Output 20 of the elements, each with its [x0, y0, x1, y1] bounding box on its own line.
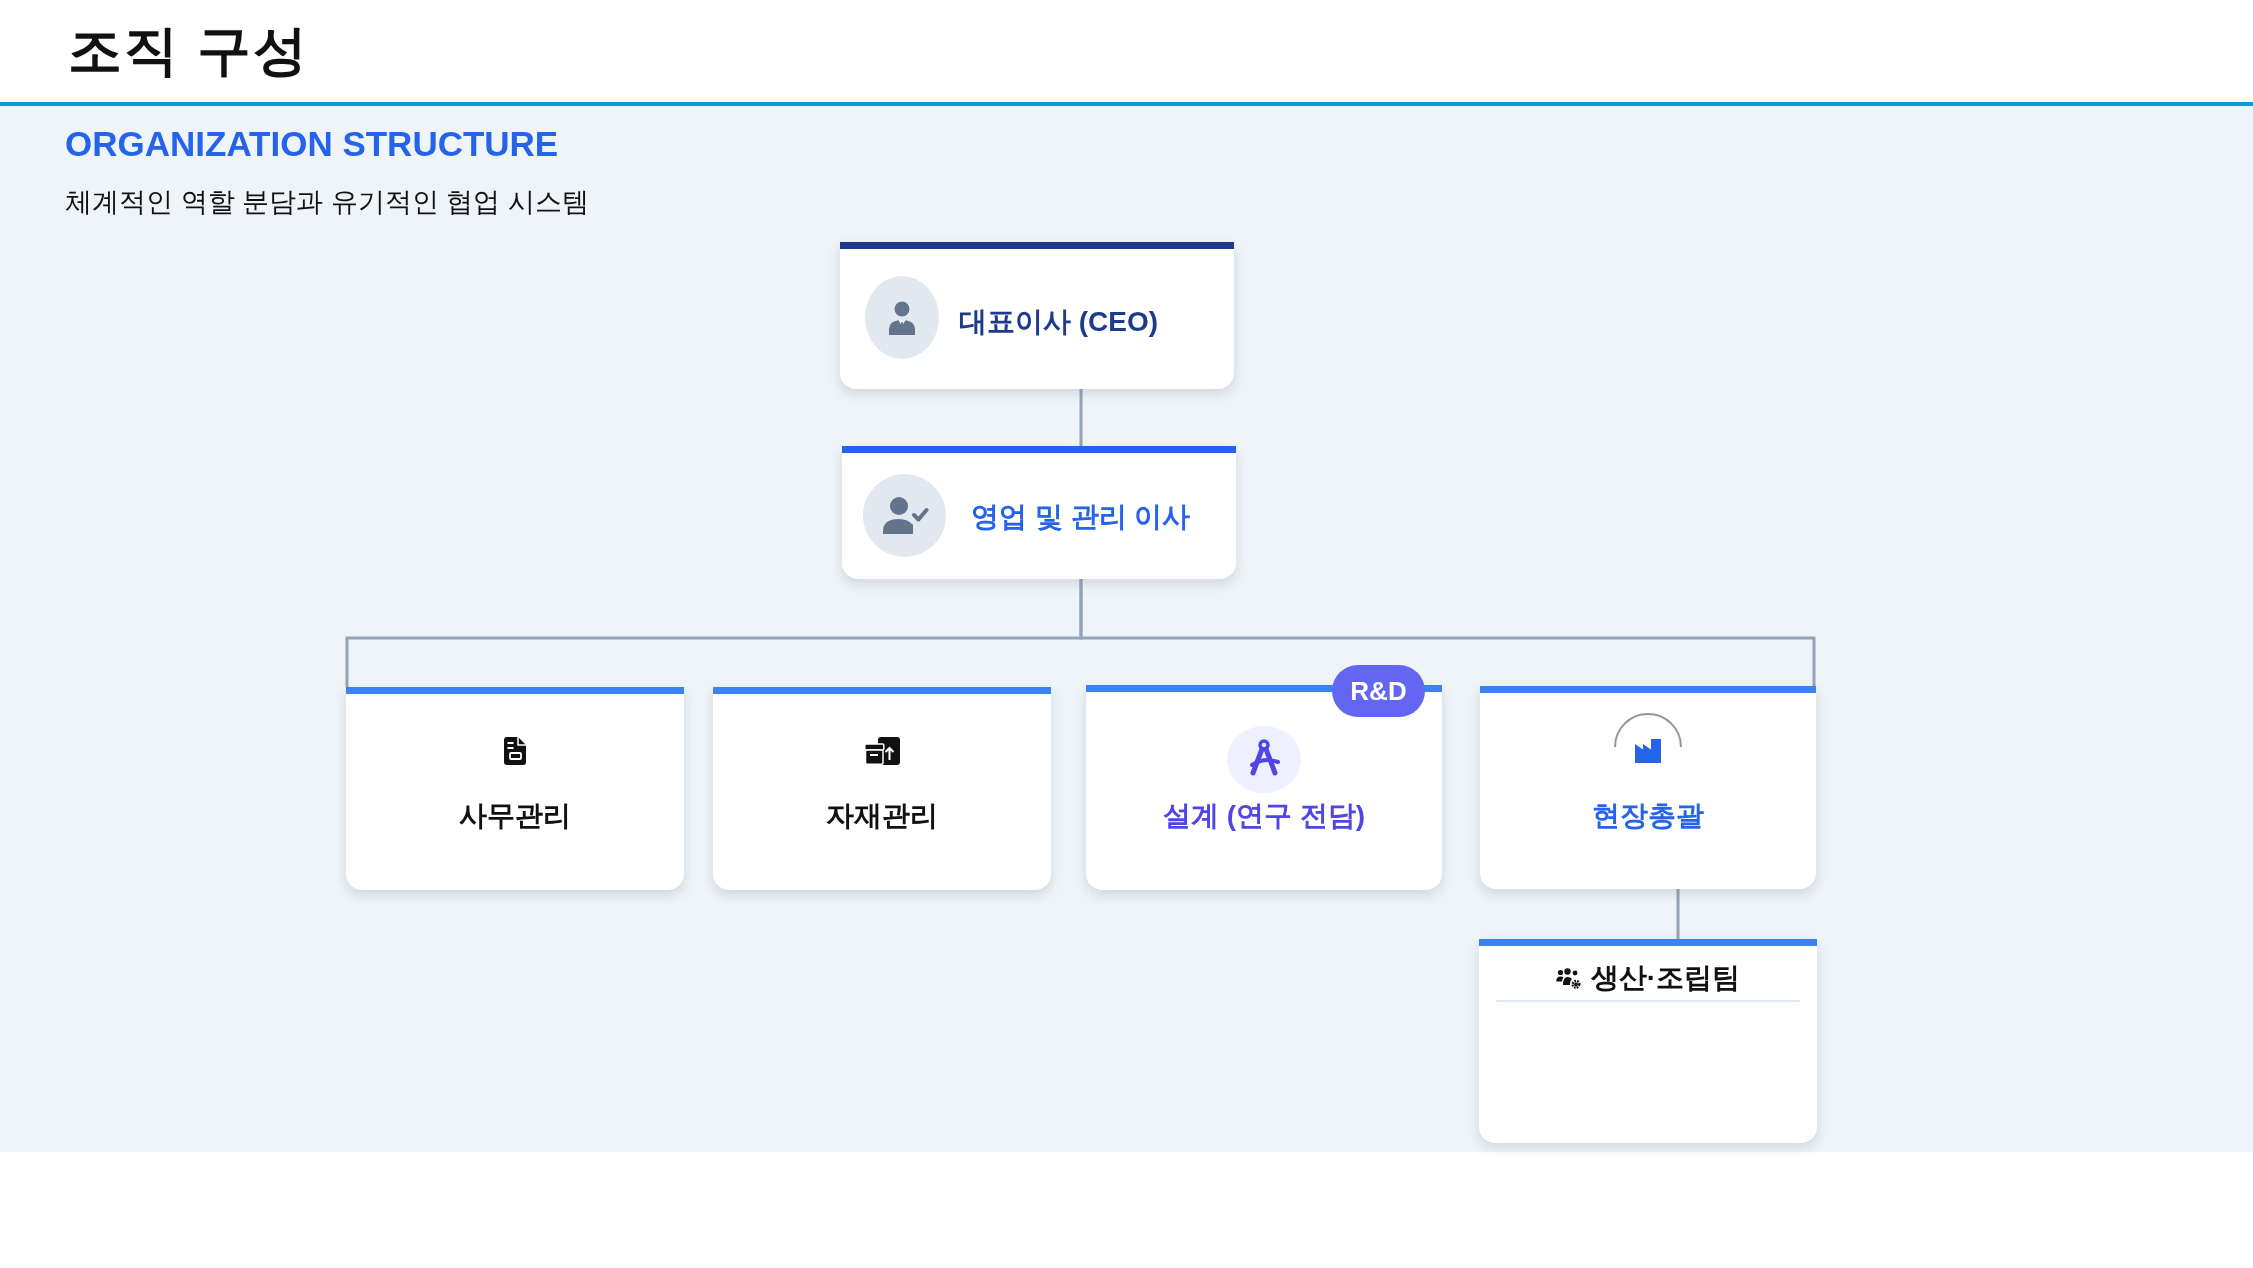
org-chart-card: [842, 446, 1236, 579]
connector-line: [1079, 579, 1816, 686]
department-name: 자재관리: [826, 799, 938, 833]
department-name: 설계 (연구 전담): [1162, 799, 1366, 833]
department-name: 사무관리: [459, 799, 571, 833]
org-chart-card: [840, 242, 1234, 389]
section-heading: ORGANIZATION STRUCTURE: [65, 123, 559, 165]
role-title: 영업 및 관리 이사: [971, 500, 1191, 534]
org-chart-card: [346, 687, 684, 890]
category-badge: R&D: [1332, 665, 1425, 717]
team-name: 생산·조립팀: [1590, 961, 1741, 995]
connector-line: [1079, 389, 1083, 446]
org-chart-card: [713, 687, 1051, 890]
org-chart-card: [1480, 686, 1816, 889]
connector-line: [1676, 889, 1680, 939]
org-chart-card: [1479, 939, 1817, 1143]
page-title: 조직 구성: [68, 19, 309, 82]
department-name: 현장총괄: [1592, 799, 1704, 833]
role-title: 대표이사 (CEO): [959, 305, 1159, 339]
subtitle: 체계적인 역할 분담과 유기적인 협업 시스템: [65, 186, 589, 219]
